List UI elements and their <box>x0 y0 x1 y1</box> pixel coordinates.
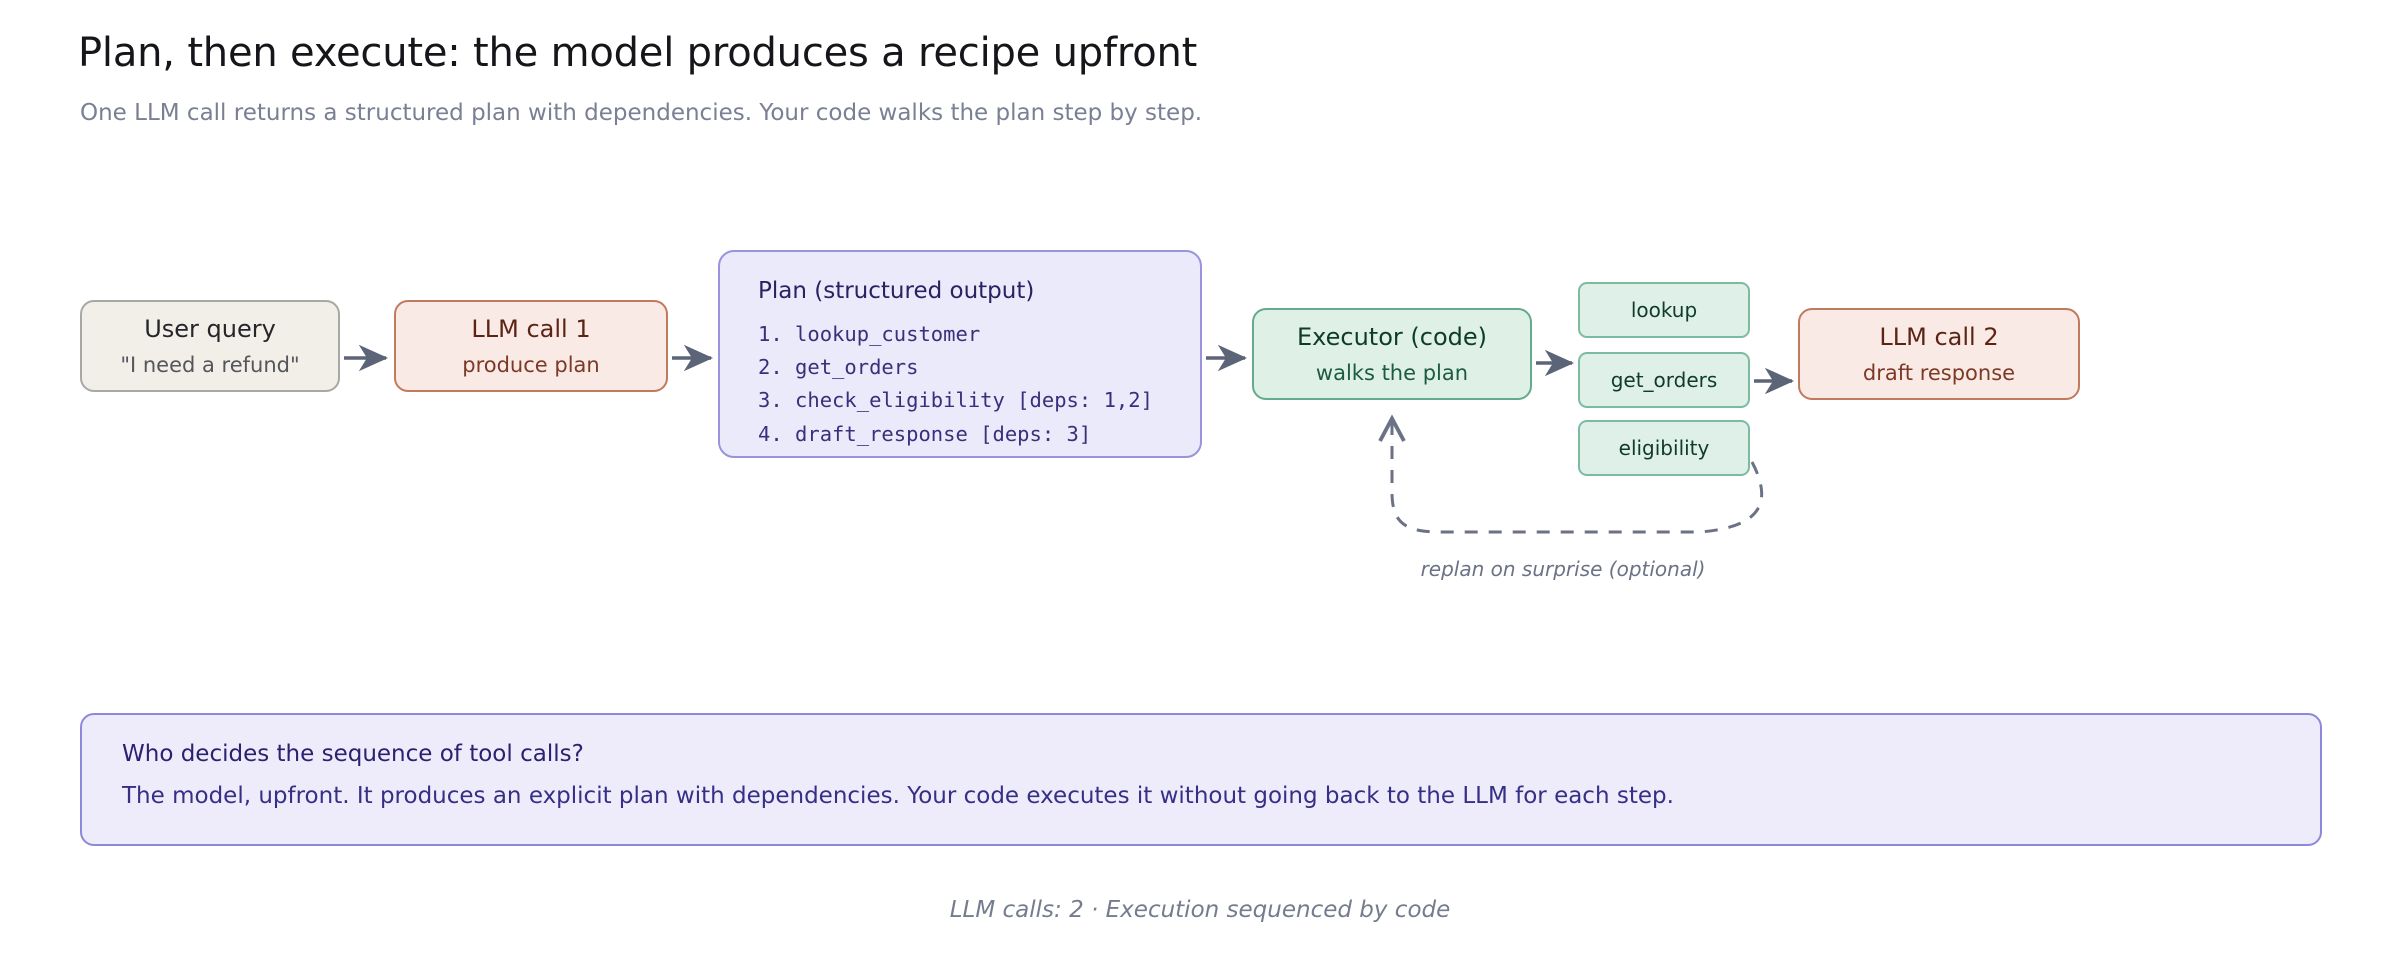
node-executor-subtitle: walks the plan <box>1315 360 1469 385</box>
node-plan-steps: 1. lookup_customer 2. get_orders 3. chec… <box>758 322 1153 446</box>
node-llm-call-1-title: LLM call 1 <box>471 314 591 343</box>
footer-note: LLM calls: 2 · Execution sequenced by co… <box>949 897 1451 923</box>
page-subtitle: One LLM call returns a structured plan w… <box>80 100 1203 126</box>
tool-chip-eligibility-label: eligibility <box>1618 436 1710 460</box>
callout-answer: The model, upfront. It produces an expli… <box>122 783 1674 809</box>
callout-question: Who decides the sequence of tool calls? <box>122 741 584 767</box>
node-llm-call-1[interactable]: LLM call 1 produce plan <box>394 300 668 392</box>
node-llm-call-2[interactable]: LLM call 2 draft response <box>1798 308 2080 400</box>
node-llm-call-1-subtitle: produce plan <box>462 352 600 377</box>
node-executor[interactable]: Executor (code) walks the plan <box>1252 308 1532 400</box>
tool-chip-get-orders-label: get_orders <box>1610 368 1718 392</box>
node-llm-call-2-subtitle: draft response <box>1862 360 2016 385</box>
node-plan-heading: Plan (structured output) <box>758 278 1035 304</box>
replan-edge-label: replan on surprise (optional) <box>1420 557 1706 581</box>
page-title: Plan, then execute: the model produces a… <box>78 30 1198 76</box>
node-plan[interactable]: Plan (structured output) 1. lookup_custo… <box>718 250 1202 458</box>
node-user-query-title: User query <box>144 314 276 343</box>
node-user-query[interactable]: User query "I need a refund" <box>80 300 340 392</box>
tool-chip-get-orders[interactable]: get_orders <box>1578 352 1750 408</box>
tool-chip-eligibility[interactable]: eligibility <box>1578 420 1750 476</box>
node-user-query-subtitle: "I need a refund" <box>120 352 300 377</box>
tool-chip-lookup-label: lookup <box>1630 298 1698 322</box>
callout-box: Who decides the sequence of tool calls? … <box>80 713 2322 846</box>
tool-chip-lookup[interactable]: lookup <box>1578 282 1750 338</box>
node-executor-title: Executor (code) <box>1297 322 1487 351</box>
node-llm-call-2-title: LLM call 2 <box>1879 322 1999 351</box>
